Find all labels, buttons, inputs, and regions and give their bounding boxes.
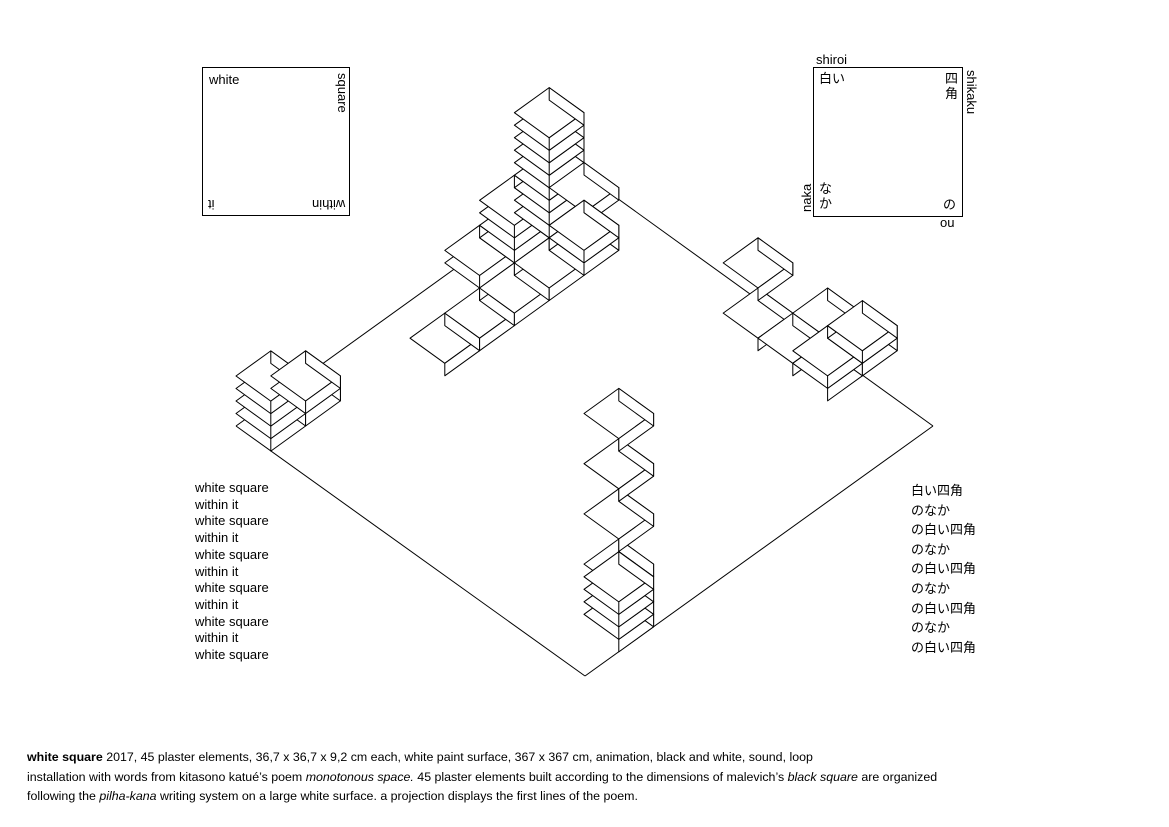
japanese-square-label-shiroi: shiroi [816, 52, 848, 67]
poem-line: within it [195, 563, 239, 579]
english-square-white: white [209, 72, 240, 87]
plaster-block-side [305, 350, 341, 389]
poem-line: の白い四角 [911, 562, 977, 578]
poem-line: white square [195, 546, 269, 562]
poem-line: white square [195, 613, 269, 629]
caption-line-2: installation with words from kitasono ka… [27, 769, 938, 784]
poem-line: のなか [911, 581, 951, 597]
japanese-square-label-naka: naka [799, 183, 814, 212]
floor-edge-sw [235, 425, 586, 677]
plaster-block-side [618, 387, 655, 427]
caption-title: white square [27, 750, 103, 764]
poem-line: の白い四角 [911, 601, 977, 617]
poem-line: の白い四角 [911, 523, 977, 539]
japanese-square-label-shikaku: shikaku [964, 70, 979, 115]
caption-line-1: white square 2017, 45 plaster elements, … [27, 750, 813, 764]
poem-line: within it [195, 496, 239, 512]
japanese-square-naka-jp: な か [819, 182, 833, 212]
poem-line: within it [195, 596, 239, 612]
plaster-block-side [583, 199, 620, 239]
caption-line-3: following the pilha-kana writing system … [27, 789, 638, 803]
poem-line: のなか [911, 503, 951, 519]
japanese-square-shikaku-jp: 四 角 [944, 72, 958, 102]
japanese-square-no-jp: の [942, 198, 956, 213]
plaster-blocks [235, 87, 898, 653]
english-square-square: square [335, 73, 350, 113]
poem-line: within it [195, 630, 239, 646]
english-square-within: within [311, 197, 345, 212]
poem-line: white square [195, 513, 269, 529]
poem-line: のなか [911, 621, 951, 637]
poem-line: white square [195, 580, 269, 596]
poem-line: 白い四角 [911, 484, 964, 499]
poem-japanese: 白い四角 のなか の白い四角 のなか の白い四角 のなか の白い四角 のなか の… [911, 482, 976, 658]
poem-line: のなか [911, 542, 951, 558]
plaster-block-side [861, 300, 898, 339]
poem-line: white square [195, 480, 269, 495]
plaster-block-side [583, 162, 620, 201]
poem-line: white square [195, 647, 269, 663]
japanese-square-diagram: 白い 四 角 な か の [813, 67, 963, 217]
japanese-square-label-no: no [940, 217, 955, 232]
plaster-block-side [618, 551, 655, 590]
english-square-it: it [208, 197, 215, 212]
poem-line: の白い四角 [911, 640, 977, 656]
english-square-diagram: white square within it [202, 67, 350, 216]
poem-english: white square within it white square with… [195, 480, 269, 664]
plaster-block-side [548, 87, 585, 126]
japanese-square-shiroi-jp: 白い [819, 72, 846, 87]
poem-line: within it [195, 530, 239, 546]
plaster-block-side [757, 237, 794, 276]
caption: white square 2017, 45 plaster elements, … [27, 748, 1147, 807]
